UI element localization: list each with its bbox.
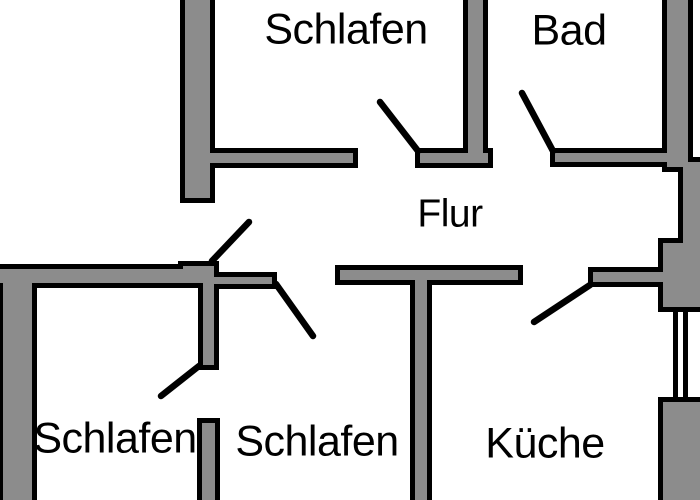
wall-segment [663, 243, 700, 307]
wall-segment [340, 270, 518, 280]
wall-segment [3, 269, 32, 500]
wall-segment [683, 162, 700, 248]
wall-segment [205, 153, 353, 163]
room-label-schlafen-middle: Schlafen [235, 417, 399, 466]
wall-segment [663, 402, 700, 500]
door-swing [518, 89, 557, 155]
room-label-schlafen-top: Schlafen [264, 5, 428, 54]
wall-segment [468, 0, 483, 158]
wall-segment [415, 275, 427, 500]
wall-segment [202, 423, 215, 500]
wall-segment [555, 153, 670, 162]
room-label-bad: Bad [531, 6, 607, 55]
wall-segment [185, 0, 210, 198]
wall-segment [203, 283, 214, 365]
door-swing [376, 98, 422, 155]
room-label-flur: Flur [417, 192, 483, 236]
door-swing [157, 362, 203, 400]
wall-segment [667, 0, 688, 167]
door-swing [530, 281, 594, 326]
room-label-kueche: Küche [485, 419, 605, 468]
wall-segment [0, 269, 211, 283]
door-swing [208, 218, 253, 265]
room-label-schlafen-left: Schlafen [33, 414, 197, 463]
wall-segment [420, 153, 488, 163]
wall-segment [183, 266, 214, 283]
wall-segment [593, 272, 668, 282]
door-swing [272, 280, 317, 340]
wall-segment [214, 277, 272, 284]
